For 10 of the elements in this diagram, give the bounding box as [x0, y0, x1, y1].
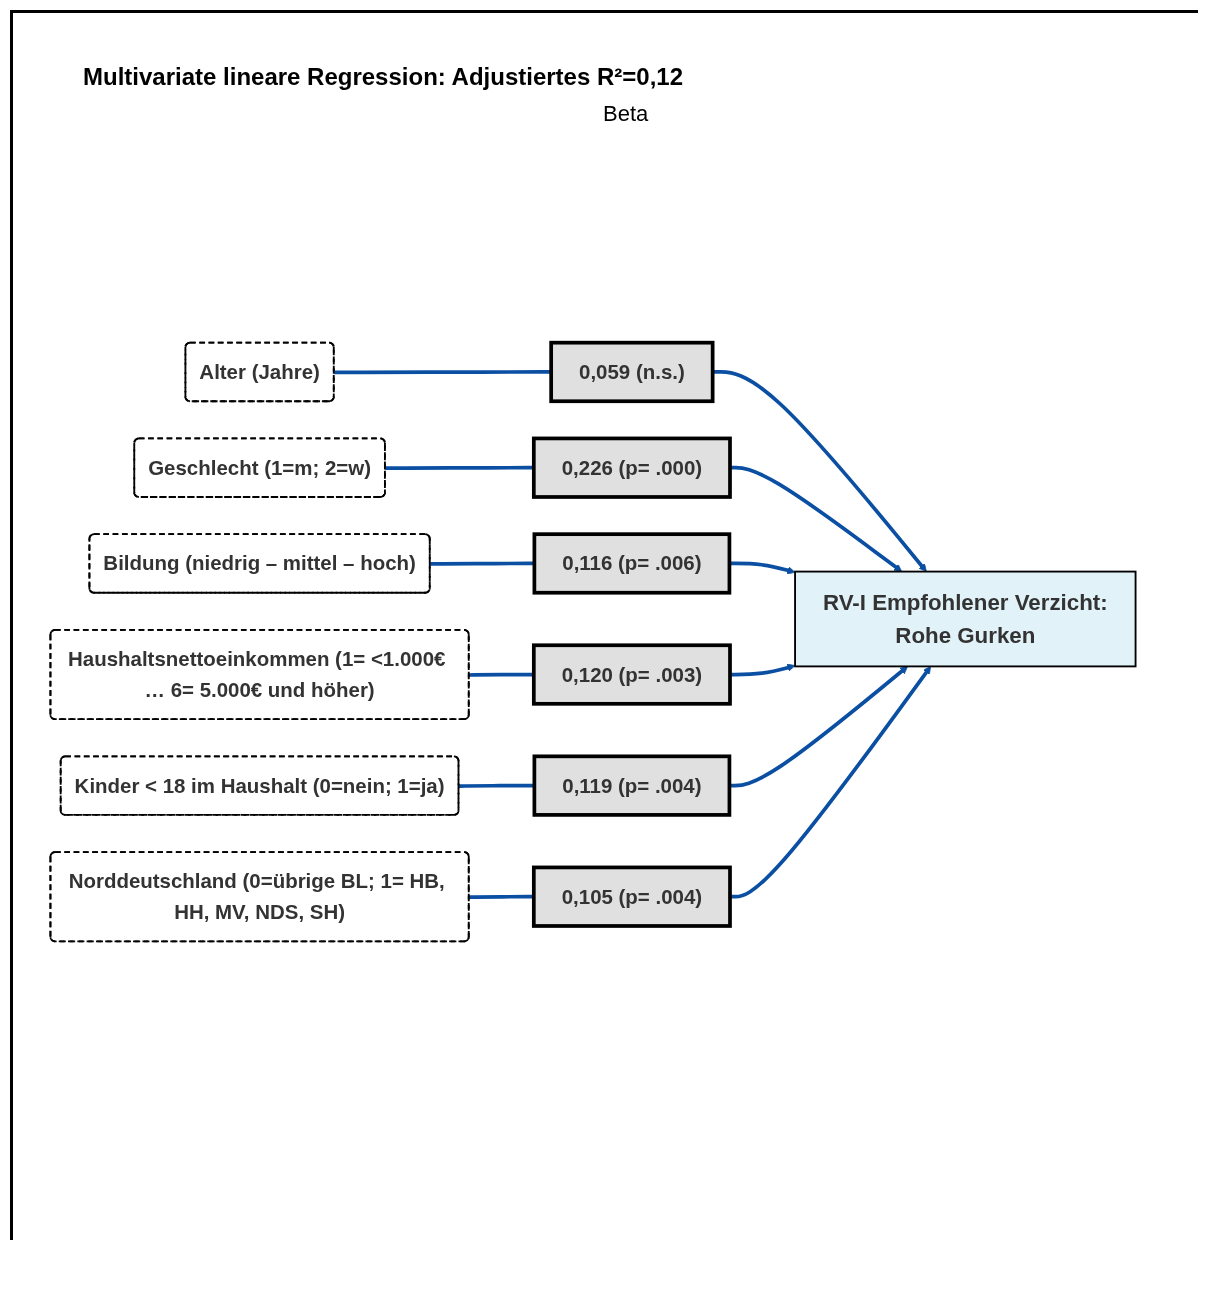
diagram-title: Multivariate lineare Regression: Adjustiertes R²=0,12: [83, 63, 684, 91]
node-box: 0,119 (p= .004): [532, 754, 732, 817]
column-header: Beta: [603, 101, 650, 127]
node-box: RV-I Empfohlener Verzicht: Rohe Gurken: [794, 570, 1137, 668]
node-box: 0,105 (p= .004): [531, 865, 732, 928]
arrow: [730, 666, 932, 899]
node-box: 0,120 (p= .003): [531, 643, 732, 706]
node-box: 0,059 (n.s.): [549, 340, 715, 404]
node-box: 0,116 (p= .006): [532, 532, 732, 595]
node-box: 0,226 (p= .000): [531, 436, 732, 499]
